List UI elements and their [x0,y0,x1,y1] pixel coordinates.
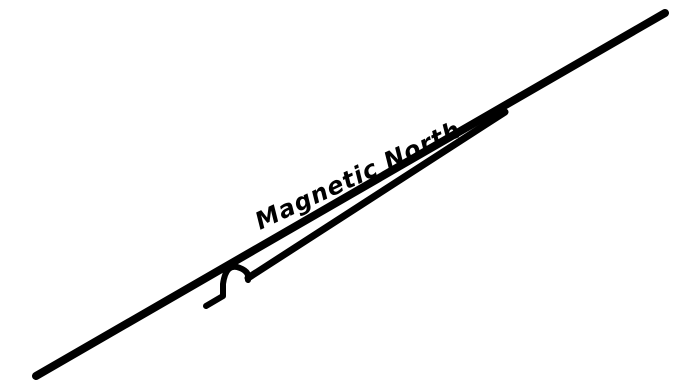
magnetic-north-label: Magnetic North [251,115,466,235]
